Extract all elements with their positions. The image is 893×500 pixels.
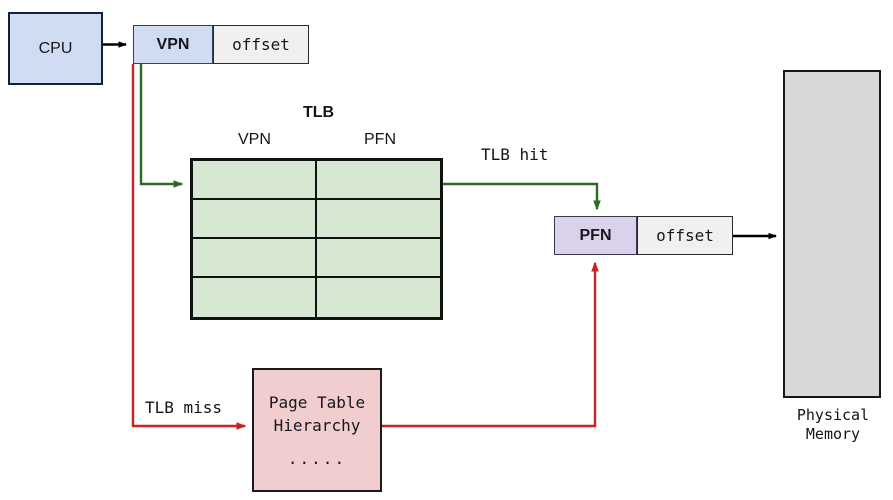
physical-address-pfn-field[interactable]: PFN (554, 216, 637, 255)
tlb-column-header-vpn: VPN (238, 131, 271, 148)
tlb-title: TLB (303, 104, 335, 121)
virtual-address-offset-label: offset (232, 35, 290, 54)
tlb-cell-vpn[interactable] (193, 239, 317, 278)
tlb-column-header-pfn: PFN (364, 131, 396, 148)
tlb-cell-pfn[interactable] (316, 239, 440, 278)
edge-vpn-to-tlb (139, 64, 184, 188)
physical-memory-caption: Physical Memory (783, 406, 883, 444)
cpu-label: CPU (38, 39, 73, 57)
tlb-cell-pfn[interactable] (316, 200, 440, 239)
physical-memory-line-1: Physical (796, 406, 870, 424)
virtual-address-vpn-field[interactable]: VPN (133, 25, 213, 64)
tlb-hit-label: TLB hit (481, 145, 549, 164)
edge-tlb-hit (443, 182, 601, 211)
virtual-address-vpn-label: VPN (156, 35, 190, 53)
tlb-cell-vpn[interactable] (193, 200, 317, 239)
page-table-line-1: Page Table (268, 392, 366, 412)
virtual-address-offset-field[interactable]: offset (213, 25, 309, 64)
tlb-miss-label: TLB miss (145, 398, 223, 417)
page-table-line-2: Hierarchy (273, 415, 361, 435)
tlb-cell-pfn[interactable] (316, 278, 440, 317)
tlb-cell-vpn[interactable] (193, 278, 317, 317)
physical-address-pfn-label: PFN (579, 226, 612, 244)
physical-address-offset-field[interactable]: offset (637, 216, 733, 255)
page-table-ellipsis: ..... (287, 448, 347, 468)
tlb-cell-vpn[interactable] (193, 161, 317, 200)
physical-address-offset-label: offset (656, 226, 714, 245)
physical-memory-line-2: Memory (805, 425, 861, 443)
physical-memory-box[interactable] (783, 70, 881, 398)
tlb-cell-pfn[interactable] (316, 161, 440, 200)
tlb-table[interactable] (190, 158, 443, 320)
page-table-hierarchy-box[interactable]: Page Table Hierarchy ..... (252, 368, 382, 492)
cpu-box[interactable]: CPU (8, 12, 103, 85)
